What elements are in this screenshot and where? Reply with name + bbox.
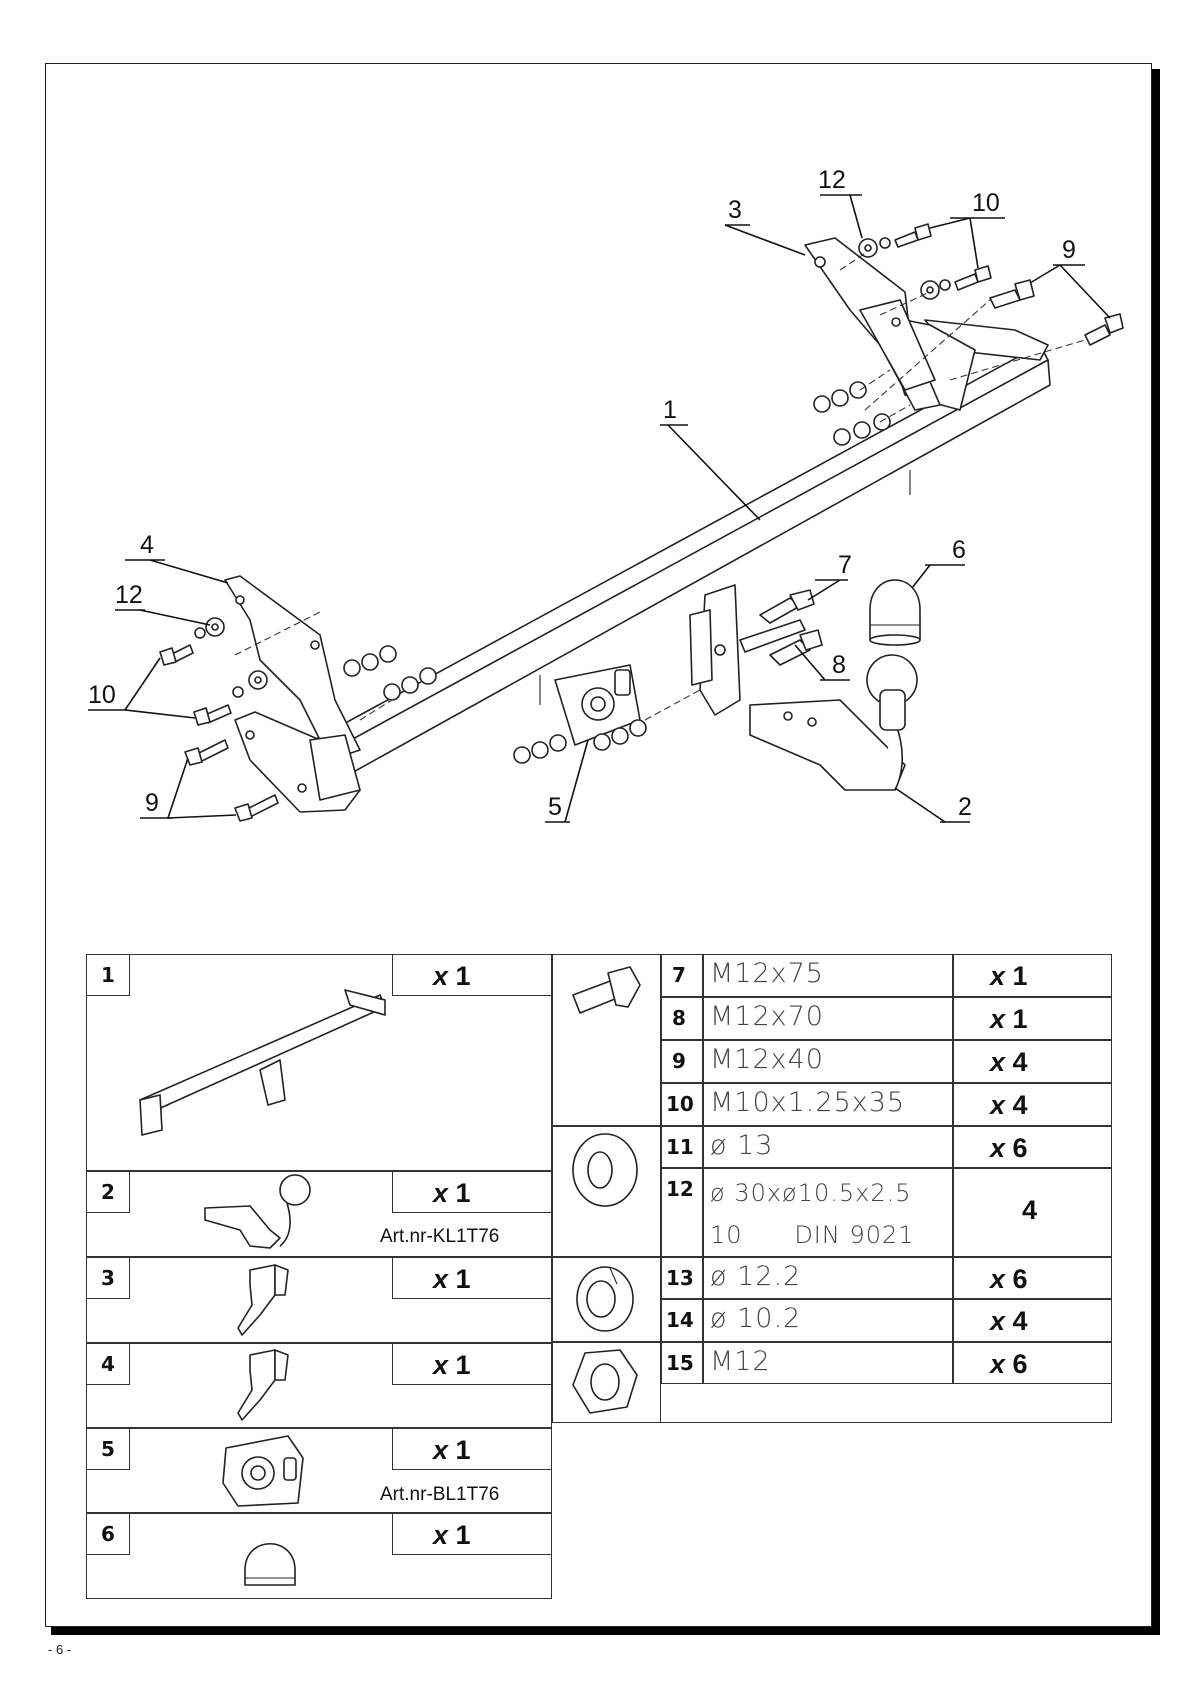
callout-6: 6 [952, 536, 966, 564]
part-quantity: x 1 [392, 1513, 552, 1555]
part-spec-line-1: ø 30xø10.5x2.5 [710, 1179, 912, 1207]
page-number: - 6 - [48, 1642, 72, 1657]
part-spec: ø 30xø10.5x2.5 10 DIN 9021 [703, 1168, 953, 1257]
part-number: 12 [661, 1168, 703, 1257]
ball-hitch-part-2 [749, 654, 918, 791]
part-number: 9 [661, 1040, 703, 1083]
part-number: 11 [661, 1126, 703, 1168]
part-spec-line-2: 10 DIN 9021 [710, 1221, 915, 1249]
part-number: 6 [86, 1513, 130, 1555]
part-number: 1 [86, 954, 130, 996]
nuts-washers-left [343, 645, 437, 721]
part-quantity: x 1 [392, 1428, 552, 1470]
lower-left-plate [234, 711, 361, 813]
bolts-part-9-right [864, 279, 1124, 411]
bracket-4-thumbnail-icon [237, 1349, 289, 1421]
callout-12-top: 12 [818, 166, 846, 194]
part-quantity: x 4 [953, 1040, 1112, 1083]
part-spec: M10x1.25x35 [703, 1083, 953, 1126]
part-spec: ø 13 [703, 1126, 953, 1168]
part-spec: M12 [703, 1342, 953, 1384]
part-quantity: x 6 [953, 1257, 1112, 1299]
part-spec: M12x70 [703, 997, 953, 1040]
article-number: Art.nr-BL1T76 [380, 1484, 500, 1505]
callout-9-left: 9 [145, 789, 159, 817]
part-quantity: x 1 [953, 954, 1112, 997]
flat-washer-icon [572, 1133, 638, 1207]
part-spec: M12x75 [703, 954, 953, 997]
part-quantity: x 1 [392, 1343, 552, 1385]
crossbar-part-1 [304, 314, 1051, 801]
article-number: Art.nr-KL1T76 [380, 1226, 500, 1247]
callout-9-right: 9 [1062, 236, 1076, 264]
callout-2: 2 [958, 793, 972, 821]
part-spec: ø 10.2 [703, 1299, 953, 1342]
part-number: 8 [661, 997, 703, 1040]
callout-1: 1 [663, 396, 677, 424]
part-number: 5 [86, 1428, 130, 1470]
bracket-part-3 [804, 237, 941, 411]
part-quantity: x 1 [392, 954, 552, 996]
part-spec: ø 12.2 [703, 1257, 953, 1299]
spring-washer-icon [576, 1266, 634, 1332]
part-quantity: x 6 [953, 1126, 1112, 1168]
plate-5-thumbnail-icon [222, 1435, 304, 1507]
crossbar-thumbnail-icon [139, 989, 386, 1136]
hex-nut-icon [572, 1349, 638, 1414]
leader-lines [88, 194, 1111, 823]
part-quantity: x 6 [953, 1342, 1112, 1384]
ball-hitch-thumbnail-icon [204, 1174, 311, 1249]
ball-cap-part-6 [869, 579, 921, 646]
part-number: 4 [86, 1343, 130, 1385]
hex-bolt-icon [572, 966, 641, 1014]
callout-10-left: 10 [88, 681, 116, 709]
bracket-3-thumbnail-icon [237, 1264, 289, 1336]
callout-10-top: 10 [972, 189, 1000, 217]
nuts-washers-right [813, 369, 911, 446]
callout-4: 4 [140, 531, 154, 559]
callout-7: 7 [838, 551, 852, 579]
part-quantity: x 4 [953, 1083, 1112, 1126]
part-number: 2 [86, 1171, 130, 1213]
center-mount-bracket [689, 584, 741, 716]
part-number: 13 [661, 1257, 703, 1299]
callout-3: 3 [728, 196, 742, 224]
left-bolts-washers [159, 611, 321, 822]
top-bolts-washers [839, 223, 992, 316]
part-quantity: x 1 [392, 1257, 552, 1299]
bolts-part-7-8 [739, 589, 823, 666]
part-number: 3 [86, 1257, 130, 1299]
part-number: 14 [661, 1299, 703, 1342]
part-number: 10 [661, 1083, 703, 1126]
part-quantity: x 1 [953, 997, 1112, 1040]
nuts-washers-center [513, 689, 701, 764]
part-quantity: x 1 [392, 1171, 552, 1213]
callout-12-left: 12 [115, 581, 143, 609]
part-number: 15 [661, 1342, 703, 1384]
callout-5: 5 [548, 793, 562, 821]
callout-8: 8 [832, 651, 846, 679]
cap-6-thumbnail-icon [244, 1543, 296, 1586]
electrical-plate-part-5 [554, 664, 641, 746]
part-quantity: 4 [953, 1168, 1112, 1257]
part-quantity: x 4 [953, 1299, 1112, 1342]
part-number: 7 [661, 954, 703, 997]
part-spec: M12x40 [703, 1040, 953, 1083]
